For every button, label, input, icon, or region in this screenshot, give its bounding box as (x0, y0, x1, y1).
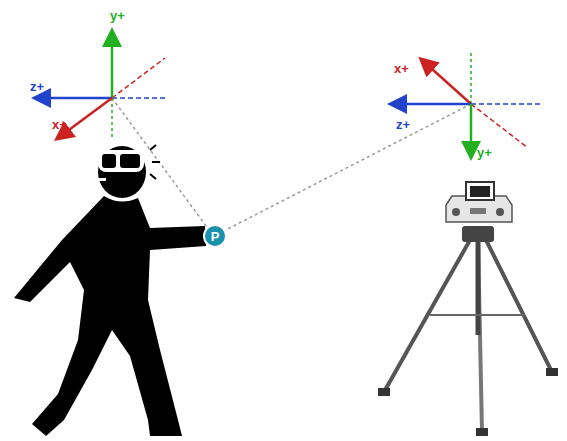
tripod (378, 226, 558, 436)
headset-frame (36, 32, 165, 140)
axis-label: z+ (30, 80, 44, 93)
axis-label: y+ (110, 9, 125, 22)
person-silhouette (14, 146, 206, 436)
axis-label: x+ (52, 118, 67, 131)
vr-headset (96, 145, 160, 181)
axis-label: x+ (394, 62, 409, 75)
sight-lines (112, 98, 471, 234)
axis-label: y+ (477, 146, 492, 159)
point-label: P (211, 230, 220, 243)
point-marker: P (203, 224, 227, 248)
sensor-frame (392, 52, 540, 156)
axis-label: z+ (396, 118, 410, 131)
sensor-device (446, 182, 512, 222)
